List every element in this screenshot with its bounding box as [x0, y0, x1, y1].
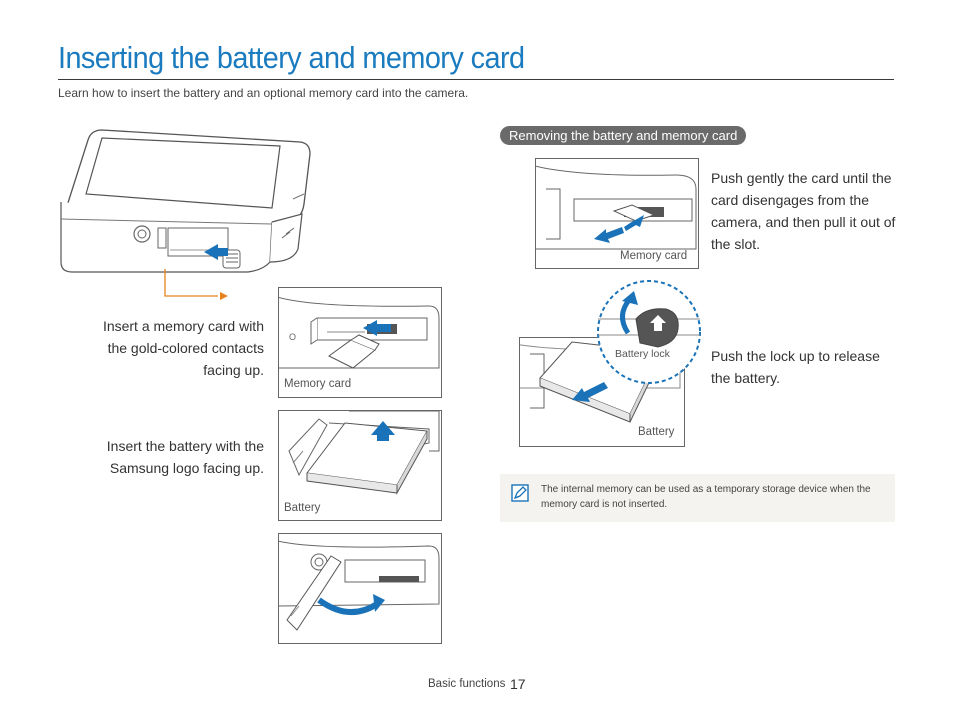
battery-lock-zoom [597, 280, 701, 384]
footer-page-number: 17 [510, 676, 526, 692]
note-box [500, 474, 895, 522]
note-text: The internal memory can be used as a tem… [541, 484, 871, 510]
remove-memory-card-caption: Memory card [620, 250, 688, 262]
page-subtitle: Learn how to insert the battery and an o… [58, 86, 469, 100]
remove-memory-card-figure: Memory card [535, 158, 699, 269]
remove-battery-caption: Battery [638, 426, 675, 438]
remove-memory-card-instruction: Push gently the card until the card dise… [711, 170, 896, 252]
footer-section-name: Basic functions [428, 678, 506, 690]
insert-battery-instruction: Insert the battery with the Samsung logo… [106, 438, 264, 476]
insert-battery-figure: Battery [278, 410, 442, 521]
insert-memory-card-caption: Memory card [284, 378, 352, 390]
remove-battery-instruction: Push the lock up to release the battery. [711, 348, 880, 386]
svg-text:O: O [289, 332, 296, 342]
insert-memory-card-figure: O Memory card [278, 287, 442, 398]
insert-memory-card-instruction: Insert a memory card with the gold-color… [102, 318, 264, 378]
battery-lock-caption: Battery lock [615, 348, 670, 360]
page-title: Inserting the battery and memory card [58, 40, 525, 75]
section-heading-pill: Removing the battery and memory card [500, 126, 747, 145]
battery-cover-close-figure [278, 533, 442, 644]
camera-bottom-illustration [60, 129, 311, 300]
note-pencil-icon [511, 484, 529, 502]
insert-battery-caption: Battery [284, 502, 321, 514]
title-divider [58, 79, 894, 80]
